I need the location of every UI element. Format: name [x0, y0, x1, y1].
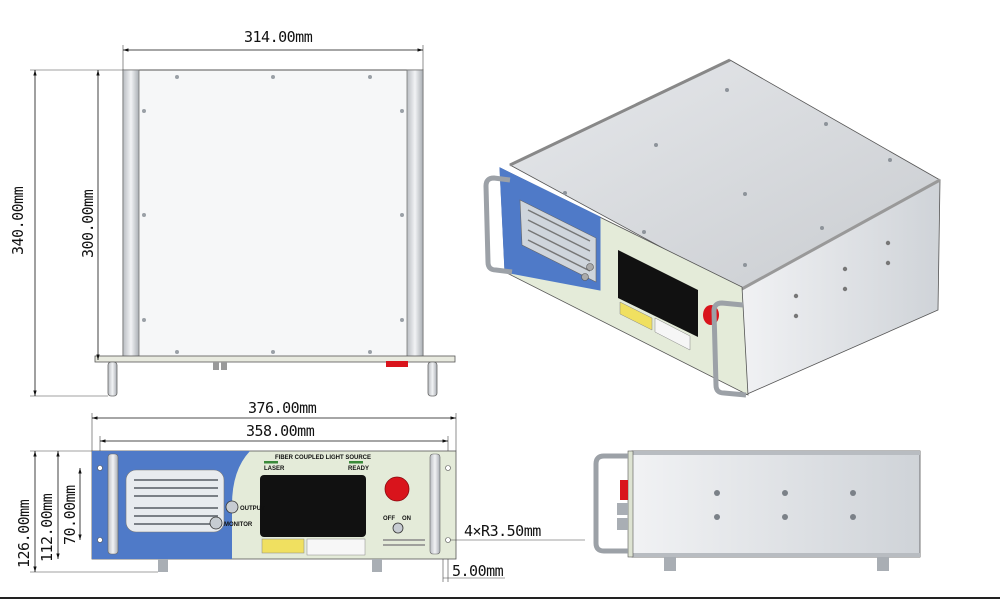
top-width-dimension: 314.00mm: [244, 28, 313, 46]
monitor-label: MONITOR: [224, 522, 253, 528]
emergency-stop-button[interactable]: [384, 476, 410, 502]
top-view: 314.00mm 340.00mm 300.00mm: [9, 28, 456, 397]
display-screen: [260, 475, 366, 537]
front-view: FIBER COUPLED LIGHT SOURCE LASER READY O…: [15, 399, 585, 582]
isometric-view: [483, 58, 941, 398]
key-off-label: OFF: [383, 516, 395, 522]
front-outer-width-dimension: 376.00mm: [248, 399, 317, 417]
offset-dimension: 5.00mm: [452, 562, 504, 580]
warning-label: [261, 538, 305, 554]
key-on-label: ON: [402, 516, 411, 522]
ready-indicator-label: READY: [348, 466, 369, 472]
side-view: [593, 450, 921, 571]
laser-indicator-label: LASER: [264, 466, 285, 472]
depth-outer-dimension: 340.00mm: [9, 186, 27, 255]
depth-inner-dimension: 300.00mm: [79, 189, 97, 258]
output-connector[interactable]: [225, 500, 239, 514]
height-outer-dimension: 126.00mm: [15, 499, 33, 568]
monitor-connector[interactable]: [209, 516, 223, 530]
device-title: FIBER COUPLED LIGHT SOURCE: [275, 455, 371, 461]
hole-spec-dimension: 4×R3.50mm: [464, 522, 541, 540]
height-panel-dimension: 70.00mm: [61, 485, 79, 545]
output-label: OUTPUT: [240, 506, 265, 512]
front-inner-width-dimension: 358.00mm: [246, 422, 315, 440]
key-switch[interactable]: [392, 522, 404, 534]
height-inner-dimension: 112.00mm: [38, 493, 56, 562]
